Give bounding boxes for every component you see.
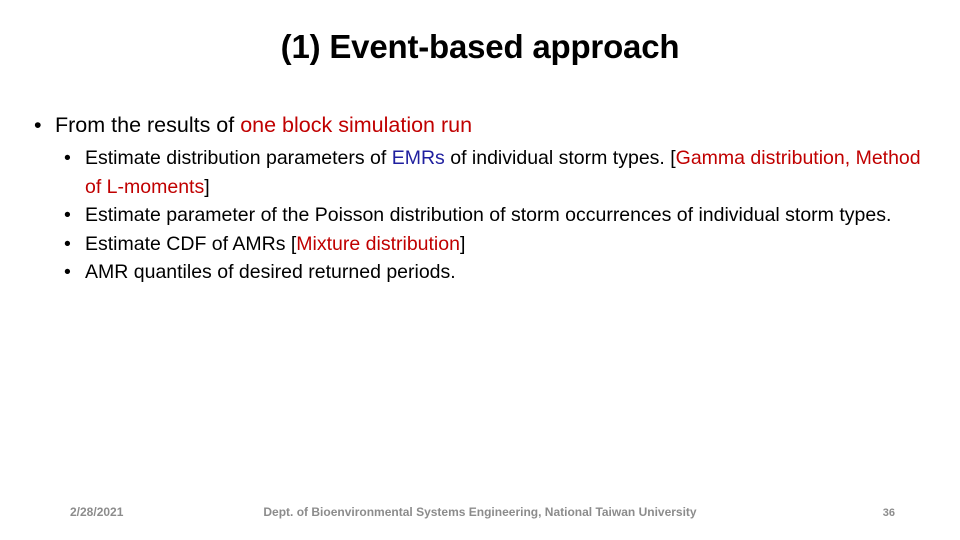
bullet-marker-icon: • [64,147,71,169]
list-item: • Estimate distribution parameters of EM… [30,144,930,201]
bullet-level2-list: • Estimate distribution parameters of EM… [30,144,930,287]
list-item-text-part1: AMR quantiles of desired returned period… [85,261,456,283]
bullet-marker-icon: • [34,113,42,137]
page-title: (1) Event-based approach [280,28,680,65]
list-item: • Estimate CDF of AMRs [Mixture distribu… [30,230,930,259]
list-item: • Estimate parameter of the Poisson dist… [30,201,930,230]
list-item-text-emphasis-blue: EMRs [391,147,445,169]
list-item-text-part2: of individual storm types. [ [444,147,676,169]
footer-date: 2/28/2021 [70,505,124,519]
list-item-text-part1: Estimate parameter of the Poisson distri… [85,204,892,226]
list-item-text-part3: ] [459,232,466,255]
slide-footer: 2/28/2021 Dept. of Bioenvironmental Syst… [0,505,960,529]
bullet-marker-icon: • [64,204,71,226]
footer-page-number: 36 [882,507,895,519]
bullet-marker-icon: • [64,261,71,283]
bullet-marker-icon: • [64,232,71,255]
bullet-level1: • From the results of one block simulati… [30,110,930,141]
list-item-text-part1: Estimate CDF of AMRs [ [85,232,297,255]
footer-organization: Dept. of Bioenvironmental Systems Engine… [263,505,697,519]
list-item-text-part1: Estimate distribution parameters of [85,147,392,169]
list-item-text-part3: ] [204,175,210,198]
list-item-text-emphasis-red: Mixture distribution [296,232,460,255]
list-item-text-emphasis-red: Gamma distribution, Method of L-moments [85,147,921,198]
list-item: • AMR quantiles of desired returned peri… [30,258,930,287]
bullet-level1-highlight: one block simulation run [240,113,473,137]
slide-body: • From the results of one block simulati… [30,110,930,287]
bullet-level1-text: From the results of [55,113,241,137]
